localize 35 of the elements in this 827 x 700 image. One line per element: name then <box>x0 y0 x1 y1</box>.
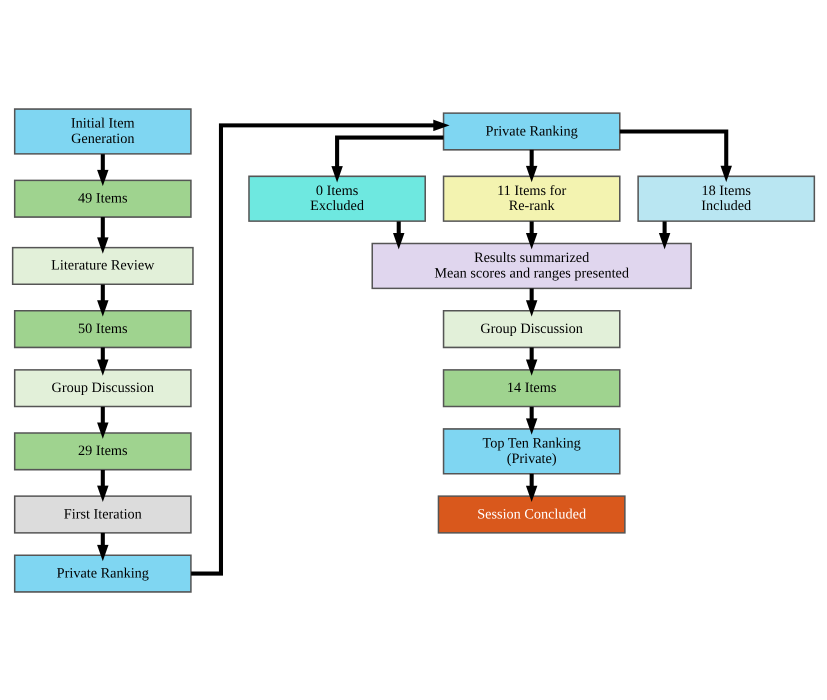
arrow <box>97 284 109 316</box>
node-box: Session Concluded <box>438 494 626 534</box>
node-box: 29 Items <box>14 432 192 470</box>
arrow <box>526 346 538 376</box>
node-box: Results summarized Mean scores and ranges presented <box>371 242 692 289</box>
arrow <box>393 220 404 249</box>
arrow <box>526 406 538 434</box>
node-box: 0 Items Excluded <box>248 175 426 222</box>
node-box: Initial Item Generation <box>14 108 192 154</box>
node-box: 11 Items for Re-rank <box>442 175 621 222</box>
node-box: Group Discussion <box>14 368 192 407</box>
arrow <box>97 346 109 376</box>
arrow <box>331 135 444 182</box>
node-box: 50 Items <box>14 310 192 348</box>
arrow <box>97 469 109 502</box>
arrow <box>97 154 109 186</box>
node-box: Private Ranking <box>14 554 192 592</box>
node-box: Literature Review <box>12 246 194 285</box>
arrow <box>658 220 670 249</box>
node-box: Top Ten Ranking (Private) <box>442 428 621 474</box>
node-box: 18 Items Included <box>637 175 816 222</box>
arrow <box>97 406 109 438</box>
arrow <box>97 532 109 561</box>
node-box: Private Ranking <box>442 112 621 150</box>
arrow <box>620 128 732 182</box>
arrow <box>526 473 538 502</box>
node-box: Group Discussion <box>442 310 621 348</box>
arrow <box>97 216 109 254</box>
node-box: First Iteration <box>14 494 192 534</box>
node-box: 49 Items <box>14 179 192 218</box>
arrow <box>526 288 538 316</box>
arrow <box>526 220 538 249</box>
arrow <box>526 149 538 182</box>
arrow <box>191 119 450 576</box>
node-box: 14 Items <box>442 368 621 407</box>
